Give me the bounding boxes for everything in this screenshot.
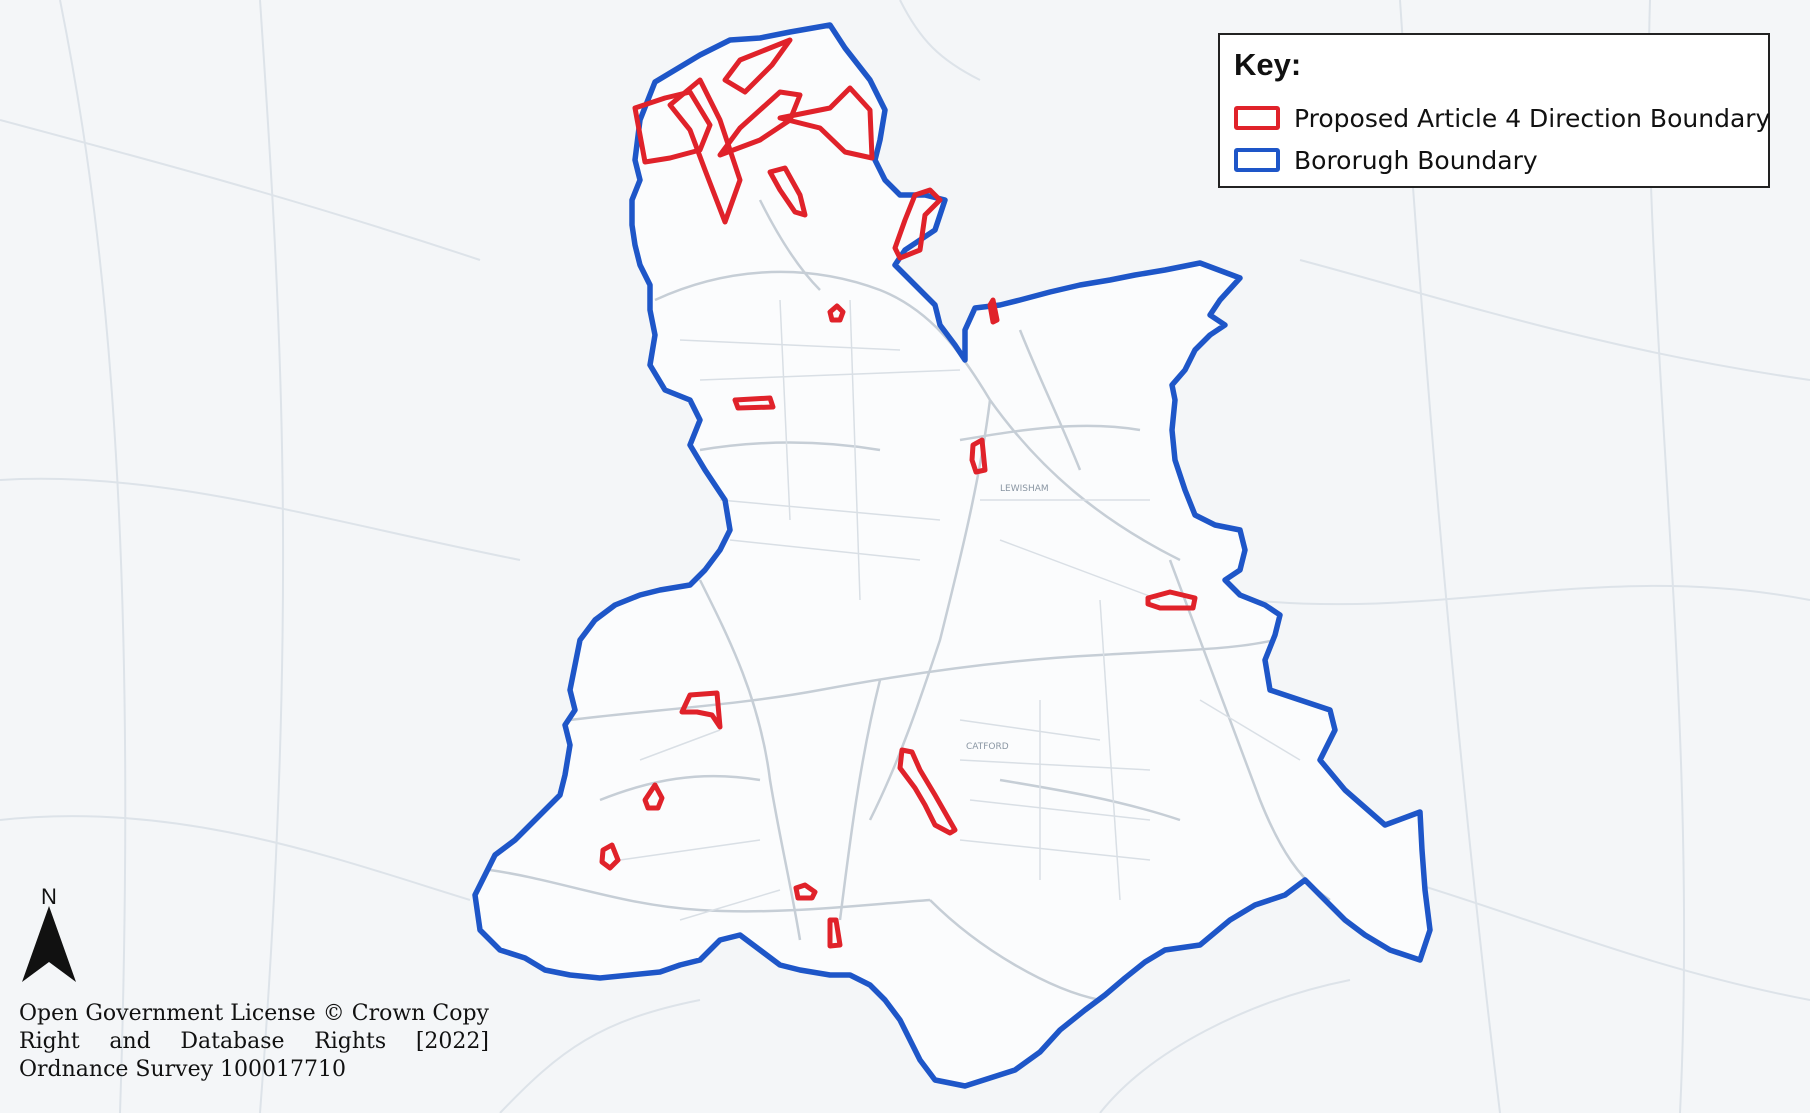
borough-minor-streets <box>619 299 1301 921</box>
article4-area-east[interactable] <box>1145 589 1198 611</box>
article4-area-northeast-strip[interactable] <box>892 187 943 261</box>
article4-area-southwest[interactable] <box>599 842 621 871</box>
article4-area-north-4[interactable] <box>777 85 875 161</box>
article4-area-north-1[interactable] <box>632 89 713 165</box>
article4-area-small-2[interactable] <box>987 297 1000 325</box>
map-legend: Key: Proposed Article 4 Direction Bounda… <box>1218 33 1770 188</box>
article4-area-west-small[interactable] <box>642 782 665 811</box>
article4-area-north-3[interactable] <box>717 89 803 158</box>
article4-area-north-5[interactable] <box>722 37 793 95</box>
map-label-lewisham: LEWISHAM <box>1000 484 1049 494</box>
article4-area-south-2[interactable] <box>827 917 843 949</box>
article4-area-west-square[interactable] <box>679 690 723 730</box>
article4-boundaries <box>599 37 1198 949</box>
article4-area-lewisham[interactable] <box>969 437 988 475</box>
borough-streets <box>489 199 1331 1002</box>
legend-label-borough: Bororugh Boundary <box>1294 145 1538 175</box>
legend-title: Key: <box>1234 47 1302 82</box>
legend-item-borough: Bororugh Boundary <box>1234 139 1754 181</box>
north-arrow-icon <box>22 906 76 982</box>
north-letter: N <box>41 884 57 909</box>
borough-boundary[interactable] <box>472 22 1433 1089</box>
article4-area-north-6[interactable] <box>767 165 808 218</box>
legend-label-article4: Proposed Article 4 Direction Boundary <box>1294 103 1771 133</box>
article4-area-catford-strip[interactable] <box>897 747 958 836</box>
legend-swatch-borough <box>1234 148 1280 172</box>
article4-area-south-1[interactable] <box>793 882 818 901</box>
north-arrow: N <box>18 884 80 984</box>
article4-area-small-1[interactable] <box>827 303 846 323</box>
borough-area <box>475 25 1430 1086</box>
map-label-catford: CATFORD <box>966 742 1009 752</box>
legend-swatch-article4 <box>1234 106 1280 130</box>
article4-area-horizontal-1[interactable] <box>732 395 776 411</box>
legend-item-article4: Proposed Article 4 Direction Boundary <box>1234 97 1770 139</box>
article4-area-north-2[interactable] <box>667 77 743 225</box>
copyright-notice: Open Government License © Crown Copy Rig… <box>19 1001 489 1082</box>
